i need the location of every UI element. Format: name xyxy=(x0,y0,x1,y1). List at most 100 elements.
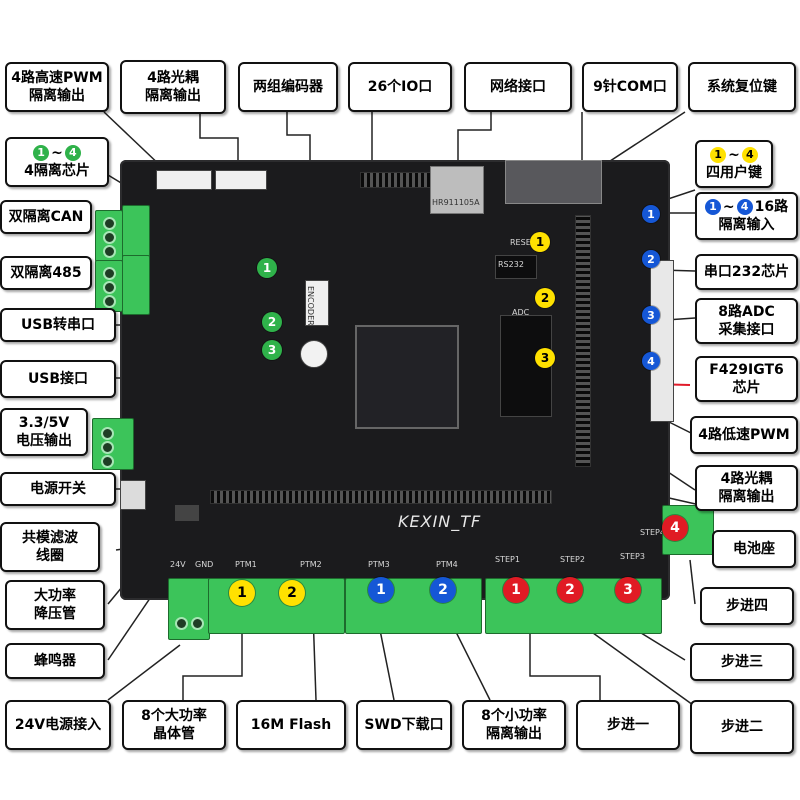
leader-line xyxy=(107,644,181,701)
conn-step3: STEP3 xyxy=(620,552,645,561)
label-battery: 电池座 xyxy=(712,530,796,568)
label-io26: 26个IO口 xyxy=(348,62,452,112)
label-can: 双隔离CAN xyxy=(0,200,92,234)
ptm12-terminal xyxy=(208,578,345,634)
leader-line xyxy=(529,620,601,700)
ethernet-jack-text: HR911105A xyxy=(432,198,480,207)
label-cm-filter: 共模滤波 线圈 xyxy=(0,522,100,572)
rs485-terminal-2 xyxy=(122,255,150,315)
conn-gnd: GND xyxy=(195,560,214,569)
marker-green-3: 3 xyxy=(262,340,282,360)
output-header xyxy=(210,490,552,504)
com-port xyxy=(505,160,602,204)
marker-blue-1: 1 xyxy=(368,577,394,603)
leader-line xyxy=(574,619,701,711)
label-vout: 3.3/5V 电压输出 xyxy=(0,408,88,456)
label-transistor8: 8个大功率 晶体管 xyxy=(122,700,226,750)
label-buzzer: 蜂鸣器 xyxy=(5,643,105,679)
label-step1: 步进一 xyxy=(576,700,680,750)
ethernet-jack xyxy=(430,166,484,214)
label-opto-output-top: 4路光耦 隔离输出 xyxy=(120,60,226,114)
ptm34-terminal xyxy=(345,578,482,634)
marker-red-2: 2 xyxy=(557,577,583,603)
marker-key-3: 3 xyxy=(535,348,555,368)
label-step3: 步进三 xyxy=(690,643,794,681)
reset-text: RESET xyxy=(510,238,536,247)
marker-green-1: 1 xyxy=(257,258,277,278)
badge-yellow-a: 1 xyxy=(710,147,727,163)
marker-blue-2: 2 xyxy=(430,577,456,603)
input-header xyxy=(575,215,591,467)
marker-yellow-1: 1 xyxy=(229,580,255,606)
marker-red-1: 1 xyxy=(503,577,529,603)
leader-line xyxy=(199,112,239,172)
rs232-chip xyxy=(495,255,537,279)
control-board: HR911105A ENCODER ADC RESET RS232 KEXIN_… xyxy=(120,160,674,600)
power24-terminal xyxy=(168,578,210,640)
marker-yellow-2: 2 xyxy=(279,580,305,606)
marker-red-4: 4 xyxy=(662,515,688,541)
conn-step1: STEP1 xyxy=(495,555,520,564)
rs485-terminal xyxy=(95,260,123,312)
rs232-text: RS232 xyxy=(498,260,524,269)
label-buck: 大功率 降压管 xyxy=(5,580,105,630)
label-usb: USB接口 xyxy=(0,360,116,398)
label-pwm-low-speed: 4路低速PWM xyxy=(690,416,798,454)
label-step2: 步进二 xyxy=(690,700,794,754)
right-connector xyxy=(650,260,674,422)
badge-yellow-b: 4 xyxy=(741,147,758,163)
encoder-connector xyxy=(305,280,329,326)
label-power-switch: 电源开关 xyxy=(0,472,116,506)
leader-line xyxy=(664,469,696,491)
label-pwm-high-speed: 4路高速PWM 隔离输出 xyxy=(5,62,109,112)
badge-blue-a: 1 xyxy=(704,199,721,215)
board-brand: KEXIN_TF xyxy=(398,512,482,531)
marker-input-1: 1 xyxy=(642,205,660,223)
label-iso-chip: 1 ~ 4 4隔离芯片 xyxy=(5,137,109,187)
label-rs485: 双隔离485 xyxy=(0,256,92,290)
label-adc: 8路ADC 采集接口 xyxy=(695,298,798,344)
leader-line xyxy=(182,600,243,700)
label-step4: 步进四 xyxy=(700,587,794,625)
label-user-key: 1 ~ 4 四用户键 xyxy=(695,140,773,188)
label-opto-output-right: 4路光耦 隔离输出 xyxy=(695,465,798,511)
power-switch-part xyxy=(120,480,146,510)
conn-ptm3: PTM3 xyxy=(368,560,390,569)
label-iso-out-small: 8个小功率 隔离输出 xyxy=(462,700,566,750)
marker-input-2: 2 xyxy=(642,250,660,268)
pwm-connector xyxy=(156,170,212,190)
marker-red-3: 3 xyxy=(615,577,641,603)
label-reset: 系统复位键 xyxy=(688,62,796,112)
vout-terminal xyxy=(92,418,134,470)
opto-connector xyxy=(215,170,267,190)
conn-ptm1: PTM1 xyxy=(235,560,257,569)
buck-regulator xyxy=(175,505,199,521)
label-encoder: 两组编码器 xyxy=(238,62,338,112)
badge-blue-b: 4 xyxy=(736,199,753,215)
label-uart232: 串口232芯片 xyxy=(695,254,798,290)
conn-step4: STEP4 xyxy=(640,528,665,537)
conn-ptm4: PTM4 xyxy=(436,560,458,569)
label-iso-input-16: 1 ~ 4 16路 隔离输入 xyxy=(695,192,798,240)
leader-line xyxy=(454,629,491,701)
mcu-chip xyxy=(355,325,459,429)
label-usb-serial: USB转串口 xyxy=(0,308,116,342)
label-power24: 24V电源接入 xyxy=(5,700,111,750)
label-swd: SWD下载口 xyxy=(356,700,452,750)
badge-green-a: 1 xyxy=(33,145,50,161)
encoder-text: ENCODER xyxy=(306,286,315,326)
adc-text: ADC xyxy=(512,308,530,317)
label-flash: 16M Flash xyxy=(236,700,346,750)
marker-green-2: 2 xyxy=(262,312,282,332)
can-terminal xyxy=(95,210,123,262)
conn-24v: 24V xyxy=(170,560,186,569)
conn-ptm2: PTM2 xyxy=(300,560,322,569)
leader-line xyxy=(457,112,492,180)
marker-key-1: 1 xyxy=(530,232,550,252)
badge-green-b: 4 xyxy=(64,145,81,161)
label-mcu: F429IGT6 芯片 xyxy=(695,356,798,402)
leader-line xyxy=(689,559,696,605)
marker-key-2: 2 xyxy=(535,288,555,308)
label-network: 网络接口 xyxy=(464,62,572,112)
buzzer xyxy=(300,340,328,368)
